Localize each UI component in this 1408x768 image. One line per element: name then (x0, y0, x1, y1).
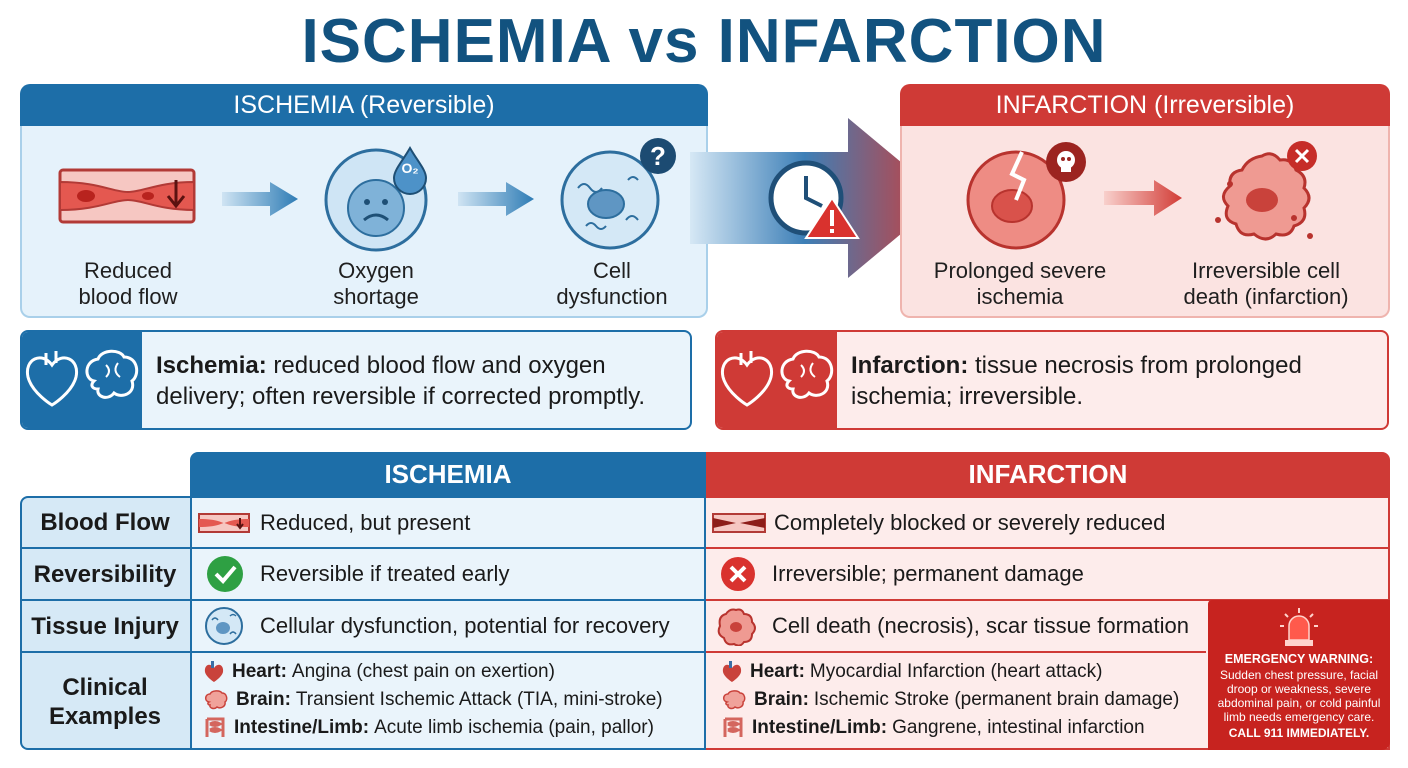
ischemia-term: Ischemia: (156, 352, 267, 379)
example-text: Acute limb ischemia (pain, pallor) (374, 717, 654, 738)
heart-brain-icon (22, 332, 142, 428)
example-heart: Heart:Myocardial Infarction (heart attac… (722, 658, 1208, 686)
infarction-definition: Infarction: tissue necrosis from prolong… (837, 332, 1387, 428)
table-header-infarction-label: INFARCTION (968, 459, 1128, 489)
cell-icon (560, 150, 660, 250)
damaged-cell-icon (966, 142, 1086, 250)
warning-title: EMERGENCY WARNING: (1224, 652, 1374, 666)
arrow-icon (222, 182, 298, 216)
question-icon: ? (640, 138, 676, 174)
intestine-icon (723, 717, 743, 737)
step-cell-dysfunction: Cell dysfunction (556, 258, 668, 309)
example-text: Angina (chest pain on exertion) (291, 661, 555, 682)
brain-icon (723, 690, 746, 710)
cell-text: Cell death (necrosis), scar tissue forma… (772, 613, 1189, 638)
reduced-blood-flow-icon (58, 168, 196, 224)
cell-ischemia-tissue-injury: Cellular dysfunction, potential for reco… (204, 601, 704, 651)
cell-text: Cellular dysfunction, potential for reco… (260, 613, 670, 638)
infarction-definition-box: Infarction: tissue necrosis from prolong… (715, 330, 1389, 430)
arrow-icon (458, 182, 534, 216)
cell-infarction-tissue-injury: Cell death (necrosis), scar tissue forma… (716, 601, 1206, 651)
row-divider (706, 651, 1206, 653)
ischemia-column (190, 496, 706, 750)
example-organ: Brain: (236, 689, 291, 710)
clock-icon (768, 160, 860, 239)
example-organ: Brain: (754, 689, 809, 710)
siren-icon (1280, 608, 1318, 646)
example-text: Myocardial Infarction (heart attack) (809, 661, 1103, 682)
row-label-reversibility: Reversibility (33, 560, 177, 588)
row-divider (706, 547, 1390, 549)
example-brain: Brain:Ischemic Stroke (permanent brain d… (722, 686, 1208, 714)
heart-icon (722, 661, 742, 682)
example-text: Ischemic Stroke (permanent brain damage) (813, 689, 1180, 710)
warning-body: Sudden chest pressure, facial droop or w… (1217, 668, 1381, 724)
example-intestine: Intestine/Limb:Gangrene, intestinal infa… (722, 714, 1208, 742)
heart-brain-icon (717, 332, 837, 428)
ischemia-panel-header: ISCHEMIA (Reversible) (20, 84, 708, 126)
step-irreversible-cell-death: Irreversible cell death (infarction) (1183, 258, 1349, 309)
example-organ: Heart: (232, 661, 287, 682)
infarction-examples: Heart:Myocardial Infarction (heart attac… (722, 658, 1208, 742)
row-divider (20, 547, 706, 549)
warning-cta: CALL 911 IMMEDIATELY. (1228, 726, 1370, 740)
table-header-infarction: INFARCTION (706, 452, 1390, 496)
step-oxygen-shortage: Oxygen shortage (333, 258, 419, 309)
emergency-warning-box: EMERGENCY WARNING: Sudden chest pressure… (1208, 600, 1390, 750)
row-label-clinical-examples: Clinical Examples (48, 673, 162, 730)
heart-icon (204, 661, 224, 682)
page-title: ISCHEMIA vs INFARCTION (301, 7, 1107, 76)
narrowed-vessel-icon (198, 512, 250, 533)
table-header-ischemia-label: ISCHEMIA (384, 459, 512, 489)
example-brain: Brain:Transient Ischemic Attack (TIA, mi… (204, 686, 704, 714)
infarction-definition-text: tissue necrosis from prolonged ischemia;… (851, 352, 1302, 410)
cell-text: Completely blocked or severely reduced (774, 509, 1166, 535)
ischemia-definition-text: reduced blood flow and oxygen delivery; … (156, 352, 646, 410)
ischemia-examples: Heart:Angina (chest pain on exertion) Br… (204, 658, 704, 742)
intestine-icon (205, 717, 225, 737)
necrotic-cell-icon (717, 608, 756, 646)
necrotic-cell-icon (1215, 141, 1317, 241)
blocked-vessel-icon (712, 512, 766, 533)
cell-text: Reversible if treated early (260, 561, 510, 586)
o2-label: O₂ (401, 160, 419, 176)
row-divider (20, 599, 706, 601)
row-label-blood-flow: Blood Flow (40, 509, 170, 536)
example-intestine: Intestine/Limb:Acute limb ischemia (pain… (204, 714, 704, 742)
step-prolonged-severe-ischemia: Prolonged severe ischemia (933, 258, 1107, 309)
cell-infarction-blood-flow: Completely blocked or severely reduced (712, 498, 1382, 547)
example-heart: Heart:Angina (chest pain on exertion) (204, 658, 704, 686)
ischemia-definition-box: Ischemia: reduced blood flow and oxygen … (20, 330, 692, 430)
row-label-column (20, 496, 190, 750)
step-reduced-blood-flow: Reduced blood flow (78, 258, 178, 309)
cell-infarction-reversibility: Irreversible; permanent damage (720, 549, 1380, 599)
row-divider (706, 599, 1390, 601)
example-text: Gangrene, intestinal infarction (892, 717, 1145, 738)
cell-ischemia-blood-flow: Reduced, but present (198, 498, 698, 547)
row-divider (20, 651, 706, 653)
cell-ischemia-reversibility: Reversible if treated early (206, 549, 698, 599)
arrow-icon (1104, 180, 1182, 216)
example-organ: Intestine/Limb: (752, 717, 888, 738)
example-organ: Intestine/Limb: (234, 717, 370, 738)
infarction-panel-header: INFARCTION (Irreversible) (900, 84, 1390, 126)
infarction-term: Infarction: (851, 352, 969, 379)
brain-icon (205, 690, 228, 710)
table-header-ischemia: ISCHEMIA (190, 452, 706, 496)
cell-text: Reduced, but present (260, 509, 471, 535)
ischemia-definition: Ischemia: reduced blood flow and oxygen … (142, 332, 690, 428)
cell-text: Irreversible; permanent damage (772, 561, 1084, 586)
oxygen-shortage-icon (324, 145, 428, 252)
x-icon (721, 557, 755, 591)
example-organ: Heart: (750, 661, 805, 682)
example-text: Transient Ischemic Attack (TIA, mini-str… (295, 689, 663, 710)
row-label-tissue-injury: Tissue Injury (31, 612, 179, 640)
cell-icon (205, 607, 243, 645)
check-icon (207, 556, 243, 592)
